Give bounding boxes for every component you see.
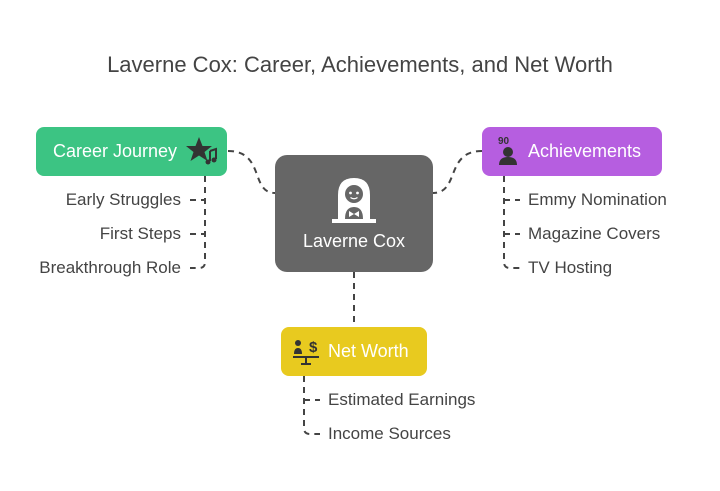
- star-music-icon: [186, 137, 217, 165]
- career-item-first-steps: First Steps: [99, 224, 181, 243]
- career-journey-label: Career Journey: [53, 141, 178, 161]
- center-label: Laverne Cox: [302, 231, 406, 251]
- connector-achievements-items: [503, 176, 520, 269]
- achievements-item-magazine: Magazine Covers: [528, 224, 661, 243]
- center-node[interactable]: Laverne Cox: [275, 155, 433, 272]
- balance-dollar-icon: $: [293, 339, 319, 365]
- connector-career-items: [190, 176, 206, 269]
- award-90-icon: 90: [498, 136, 517, 165]
- diagram-title: Laverne Cox: Career, Achievements, and N…: [107, 52, 613, 77]
- connector-networth-items: [303, 376, 320, 435]
- networth-item-estimated-earnings: Estimated Earnings: [328, 390, 476, 409]
- net-worth-label: Net Worth: [328, 341, 409, 361]
- svg-text:90: 90: [498, 136, 510, 147]
- career-item-early-struggles: Early Struggles: [65, 190, 181, 209]
- achievements-item-tv-hosting: TV Hosting: [528, 258, 613, 277]
- networth-item-income-sources: Income Sources: [328, 424, 451, 443]
- career-item-breakthrough-role: Breakthrough Role: [39, 258, 181, 277]
- person-icon: [332, 178, 376, 223]
- svg-text:$: $: [309, 339, 318, 356]
- connector-achievements-center: [432, 150, 483, 194]
- net-worth-node[interactable]: $ Net Worth: [281, 327, 427, 376]
- career-journey-node[interactable]: Career Journey: [36, 127, 227, 176]
- achievements-label: Achievements: [528, 141, 642, 161]
- achievements-node[interactable]: 90 Achievements: [482, 127, 662, 176]
- achievements-item-emmy: Emmy Nomination: [528, 190, 667, 209]
- connector-career-center: [227, 150, 276, 194]
